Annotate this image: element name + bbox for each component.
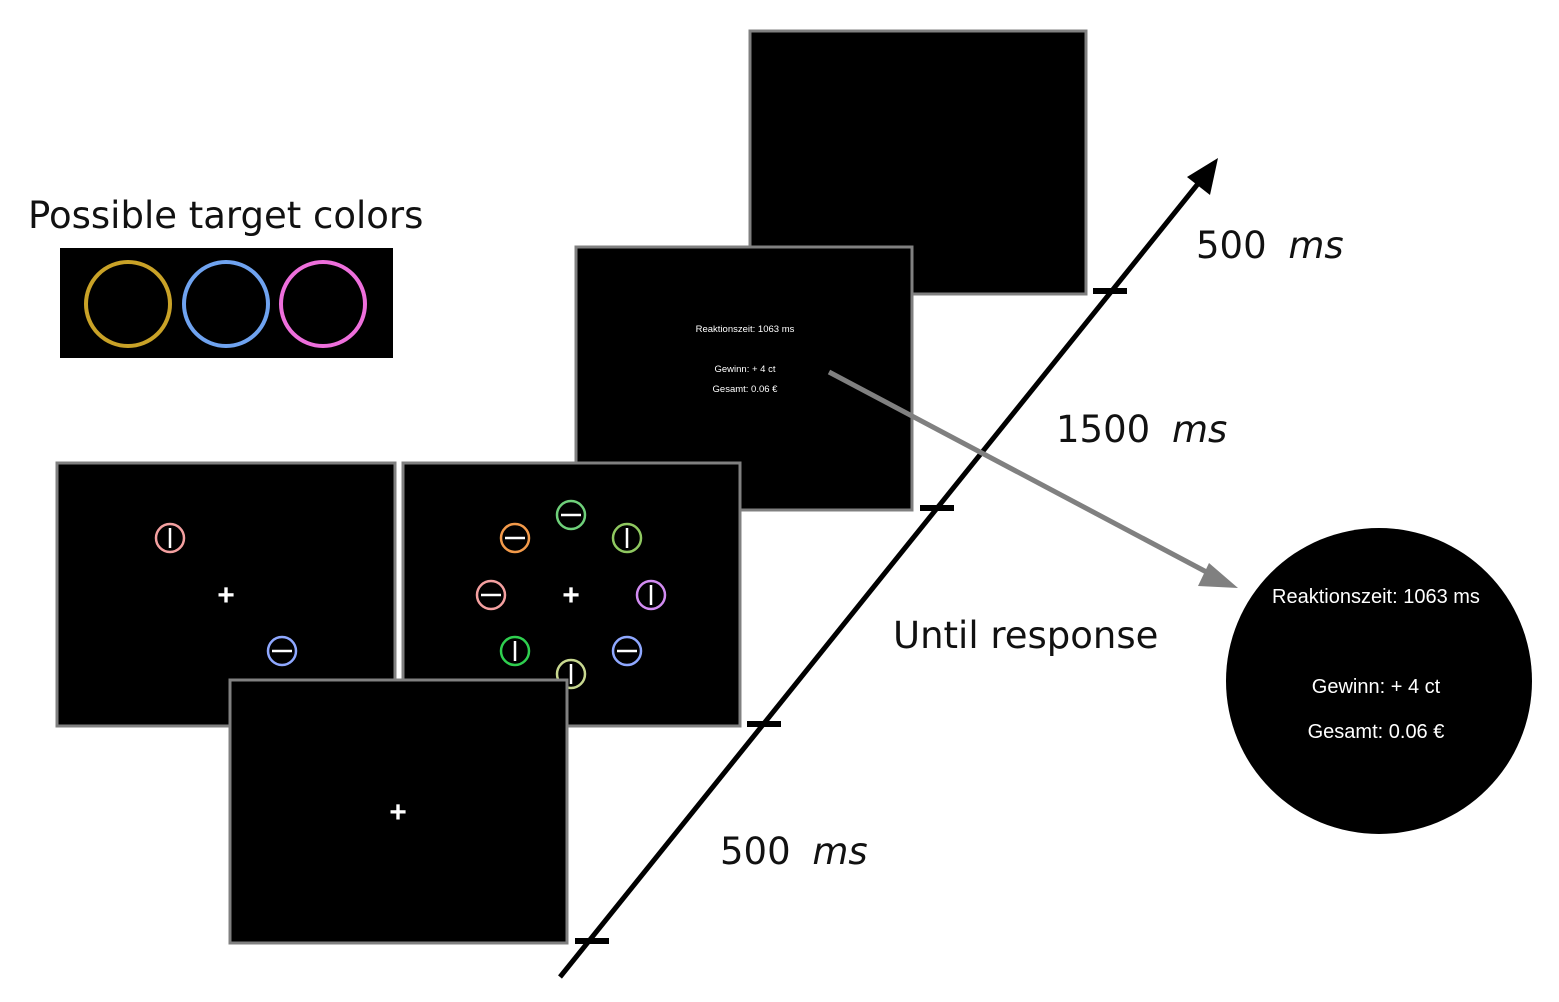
timing-value-feedback: 1500: [1056, 408, 1150, 451]
magnifier-pointer-arrowhead: [1198, 563, 1238, 588]
timing-label-fixation: 500 ms: [720, 830, 868, 873]
search-item-ring: [499, 635, 531, 667]
timing-label-feedback: 1500 ms: [1056, 408, 1227, 451]
magnified-feedback-circle: [1226, 528, 1532, 834]
search-item-1: [266, 635, 298, 667]
feedback-reaction-time-small: Reaktionszeit: 1063 ms: [696, 324, 795, 335]
timing-label-search: Until response: [893, 614, 1158, 657]
magnified-total: Gesamt: 0.06 €: [1308, 721, 1445, 743]
magnified-gain: Gewinn: + 4 ct: [1312, 676, 1441, 698]
search-item-ring: [555, 658, 587, 690]
timing-unit-feedback: ms: [1172, 408, 1227, 451]
search-item-ring: [555, 499, 587, 531]
legend-circle-yellow: [84, 260, 172, 348]
magnified-reaction-time: Reaktionszeit: 1063 ms: [1272, 586, 1480, 608]
search-items-left: [154, 522, 298, 667]
fixation-cross-right: +: [562, 579, 580, 612]
search-item-ring: [475, 579, 507, 611]
timing-label-blank: 500 ms: [1196, 224, 1344, 267]
feedback-total-small: Gesamt: 0.06 €: [713, 384, 779, 395]
search-item-ring: [611, 522, 643, 554]
search-item-7: [499, 522, 531, 554]
legend-circle-blue: [182, 260, 270, 348]
search-item-0: [555, 499, 587, 531]
search-item-0: [154, 522, 186, 554]
timing-unit-blank: ms: [1288, 224, 1343, 267]
search-item-3: [611, 635, 643, 667]
search-item-6: [475, 579, 507, 611]
search-item-4: [555, 658, 587, 690]
search-item-ring: [266, 635, 298, 667]
fixation-cross-left: +: [217, 579, 235, 612]
timeline-axis: [558, 173, 1207, 979]
search-item-2: [635, 579, 667, 611]
timing-value-fixation: 500: [720, 830, 791, 873]
magnifier-pointer-line: [827, 369, 1216, 579]
timeline-arrowhead: [1187, 158, 1218, 195]
search-item-ring: [635, 579, 667, 611]
fixation-screen: [228, 678, 569, 945]
legend-circle-pink: [279, 260, 367, 348]
timing-unit-fixation: ms: [812, 830, 867, 873]
search-item-ring: [499, 522, 531, 554]
legend-title: Possible target colors: [28, 194, 423, 237]
feedback-gain-small: Gewinn: + 4 ct: [715, 364, 776, 375]
search-item-5: [499, 635, 531, 667]
search-item-1: [611, 522, 643, 554]
fixation-cross-front: +: [389, 796, 407, 829]
search-item-ring: [611, 635, 643, 667]
search-items-right: [475, 499, 667, 690]
search-item-ring: [154, 522, 186, 554]
timing-value-blank: 500: [1196, 224, 1267, 267]
